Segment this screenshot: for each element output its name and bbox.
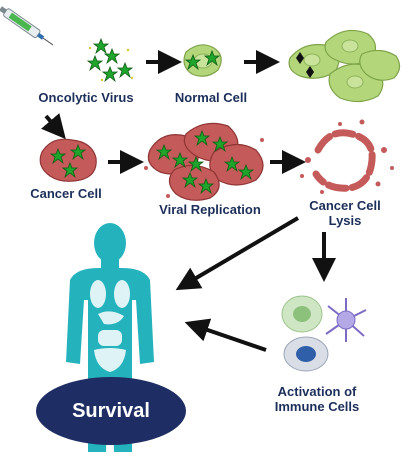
- arrows: [41, 50, 336, 352]
- viral-replication-icon: [144, 122, 264, 201]
- label-normal-cell: Normal Cell: [174, 90, 248, 105]
- label-viral-replication: Viral Replication: [159, 202, 261, 217]
- label-cancer-cell-lysis: Cancer Cell Lysis: [300, 198, 390, 228]
- label-activation-line2: Immune Cells: [274, 399, 360, 414]
- arrow-lysis-to-body: [175, 216, 300, 291]
- cancer-cell-lysis-icon: [300, 119, 394, 194]
- syringe-icon: [0, 6, 54, 46]
- cancer-cell-icon: [39, 138, 97, 182]
- label-activation-line1: Activation of: [277, 384, 357, 399]
- label-cancer-cell-lysis-line1: Cancer Cell: [309, 198, 381, 213]
- label-activation-immune-cells: Activation of Immune Cells: [262, 384, 372, 414]
- organs-icon: [90, 280, 130, 372]
- infected-normal-cells-icon: [288, 29, 401, 103]
- arrow-immune-to-body: [184, 318, 267, 352]
- label-oncolytic-virus: Oncolytic Virus: [38, 90, 134, 105]
- oncolytic-virus-icon: [87, 38, 134, 82]
- label-cancer-cell: Cancer Cell: [30, 186, 102, 201]
- immune-cells-icon: [281, 295, 367, 372]
- label-cancer-cell-lysis-line2: Lysis: [328, 213, 362, 228]
- normal-cell-icon: [183, 44, 222, 77]
- arrow-virus-to-cancer: [41, 113, 66, 140]
- survival-badge: Survival: [36, 377, 186, 445]
